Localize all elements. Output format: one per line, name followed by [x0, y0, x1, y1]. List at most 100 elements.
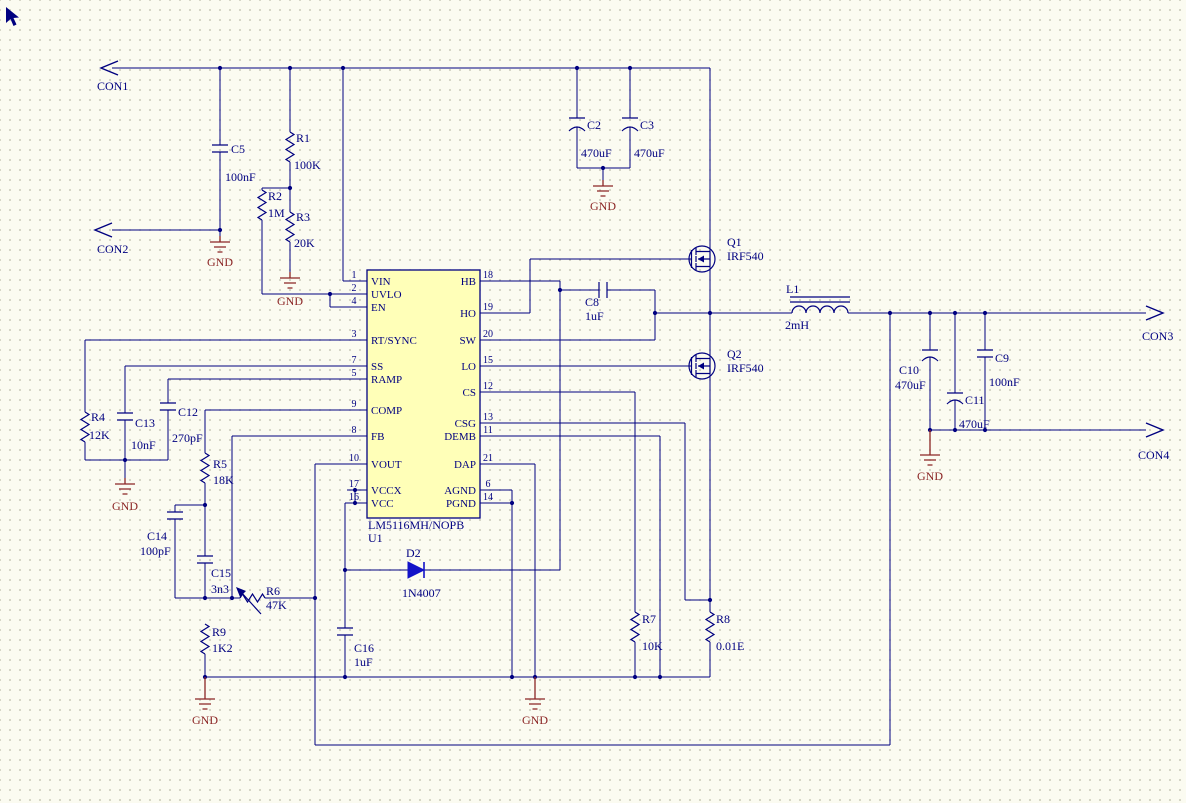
ic-pin-name: AGND: [444, 485, 476, 497]
inductor-L1[interactable]: L1 2mH: [785, 282, 850, 332]
gnd-symbol[interactable]: GND: [522, 677, 548, 727]
ic-pin-number: 2: [352, 283, 357, 294]
capacitor-C14[interactable]: C14 100pF: [140, 511, 183, 558]
component-value: 470uF: [959, 417, 990, 431]
gnd-symbol[interactable]: GND: [112, 478, 138, 513]
port-con3[interactable]: CON3: [1142, 305, 1173, 343]
resistor-R3[interactable]: R3 20K: [284, 210, 315, 250]
gnd-label: GND: [192, 713, 218, 727]
ic-pin-number: 16: [349, 492, 359, 503]
capacitor-icon: [212, 144, 228, 153]
ic-pin-name: PGND: [446, 498, 476, 510]
gnd-symbol[interactable]: GND: [277, 272, 303, 308]
component-ref: R7: [642, 612, 656, 626]
ic-pin-number: 12: [483, 381, 493, 392]
ic-pin-name: CSG: [455, 418, 476, 430]
component-value: 1K2: [212, 641, 233, 655]
cursor-arrow-icon: [6, 7, 19, 26]
transistor-circle-icon: [688, 352, 716, 380]
port-label: CON1: [97, 79, 128, 93]
resistor-R5[interactable]: R5 18K: [199, 452, 234, 487]
component-value: 3n3: [211, 582, 229, 596]
component-ref: C10: [899, 363, 919, 377]
port-arrow-right-icon: [1145, 305, 1165, 321]
resistor-R4[interactable]: R4 12K: [79, 410, 110, 443]
capacitor-C5[interactable]: C5 100nF: [212, 142, 256, 184]
resistor-R8[interactable]: R8 0.01E: [704, 611, 744, 653]
resistor-R9[interactable]: R9 1K2: [199, 623, 233, 655]
capacitor-icon: [160, 402, 176, 411]
resistor-R6[interactable]: R6 47K: [236, 584, 287, 615]
ic-body[interactable]: [366, 269, 481, 519]
wires[interactable]: [84, 67, 1146, 746]
component-value: 20K: [294, 236, 315, 250]
transistor-circle-icon: [688, 245, 716, 273]
component-value: 470uF: [634, 146, 665, 160]
port-label: CON4: [1138, 448, 1169, 462]
component-ref: C9: [995, 351, 1009, 365]
mosfet-Q1[interactable]: Q1 IRF540: [688, 235, 764, 273]
component-value: 10nF: [131, 438, 156, 452]
capacitor-C15[interactable]: C15 3n3: [197, 555, 231, 596]
component-value: 18K: [213, 473, 234, 487]
component-ref: R6: [266, 584, 280, 598]
component-ref: C8: [585, 295, 599, 309]
ic-pin-number: 6: [486, 479, 491, 490]
port-con2[interactable]: CON2: [93, 222, 128, 256]
resistor-R2[interactable]: R2 1M: [256, 189, 285, 221]
component-value: 100nF: [989, 375, 1020, 389]
capacitor-C16[interactable]: C16 1uF: [337, 627, 374, 669]
gnd-symbol[interactable]: GND: [590, 180, 616, 213]
capacitor-C8[interactable]: C8 1uF: [585, 282, 608, 323]
resistor-icon: [284, 131, 296, 163]
port-con4[interactable]: CON4: [1138, 422, 1169, 462]
component-ref: Q1: [727, 235, 742, 249]
ic-U1[interactable]: VIN UVLO EN RT/SYNC SS RAMP COMP FB VOUT…: [349, 269, 493, 545]
capacitor-C13[interactable]: C13 10nF: [117, 412, 156, 452]
capacitor-C3[interactable]: C3 470uF: [621, 117, 665, 160]
component-value: 470uF: [895, 378, 926, 392]
ic-pin-number: 10: [349, 453, 359, 464]
gnd-symbol[interactable]: GND: [917, 430, 943, 483]
component-ref: L1: [786, 282, 799, 296]
component-ref: R3: [296, 210, 310, 224]
ic-pin-name: HO: [460, 308, 476, 320]
component-ref: Q2: [727, 347, 742, 361]
capacitor-C11[interactable]: C11 470uF: [946, 392, 990, 431]
ic-pin-number: 20: [483, 329, 493, 340]
ic-pin-name: VCCX: [371, 485, 402, 497]
ic-pin-number: 4: [352, 296, 357, 307]
capacitor-C9[interactable]: C9 100nF: [977, 349, 1020, 389]
component-value: 270pF: [172, 431, 203, 445]
component-ref: C5: [231, 142, 245, 156]
port-arrow-left-icon: [99, 60, 119, 76]
ic-pin-number: 18: [483, 270, 493, 281]
junction-dots: [122, 65, 988, 680]
ic-pin-name: FB: [371, 431, 384, 443]
trimmer-arrow-icon: [240, 591, 262, 615]
resistor-R1[interactable]: R1 100K: [284, 131, 321, 172]
resistor-R7[interactable]: R7 10K: [629, 611, 663, 653]
gnd-symbol[interactable]: GND: [192, 677, 218, 727]
mosfet-Q2[interactable]: Q2 IRF540: [688, 347, 764, 380]
capacitor-icon: [621, 117, 639, 132]
ic-pin-number: 15: [483, 355, 493, 366]
component-value: 2mH: [785, 318, 809, 332]
port-con1[interactable]: CON1: [97, 60, 128, 93]
diode-D2[interactable]: D2 1N4007: [402, 546, 441, 600]
resistor-icon: [199, 623, 211, 655]
capacitor-C12[interactable]: C12 270pF: [160, 402, 203, 445]
port-arrow-left-icon: [93, 222, 113, 238]
component-ref: C14: [147, 529, 167, 543]
ic-pin-number: 7: [352, 355, 357, 366]
gnd-symbol[interactable]: GND: [207, 236, 233, 269]
component-value: 47K: [266, 598, 287, 612]
component-value: 12K: [89, 428, 110, 442]
capacitor-C10[interactable]: C10 470uF: [895, 349, 939, 392]
component-ref: R9: [212, 625, 226, 639]
capacitor-icon: [337, 627, 353, 636]
capacitor-C2[interactable]: C2 470uF: [568, 117, 612, 160]
port-arrow-right-icon: [1145, 422, 1165, 438]
component-ref: C15: [211, 566, 231, 580]
